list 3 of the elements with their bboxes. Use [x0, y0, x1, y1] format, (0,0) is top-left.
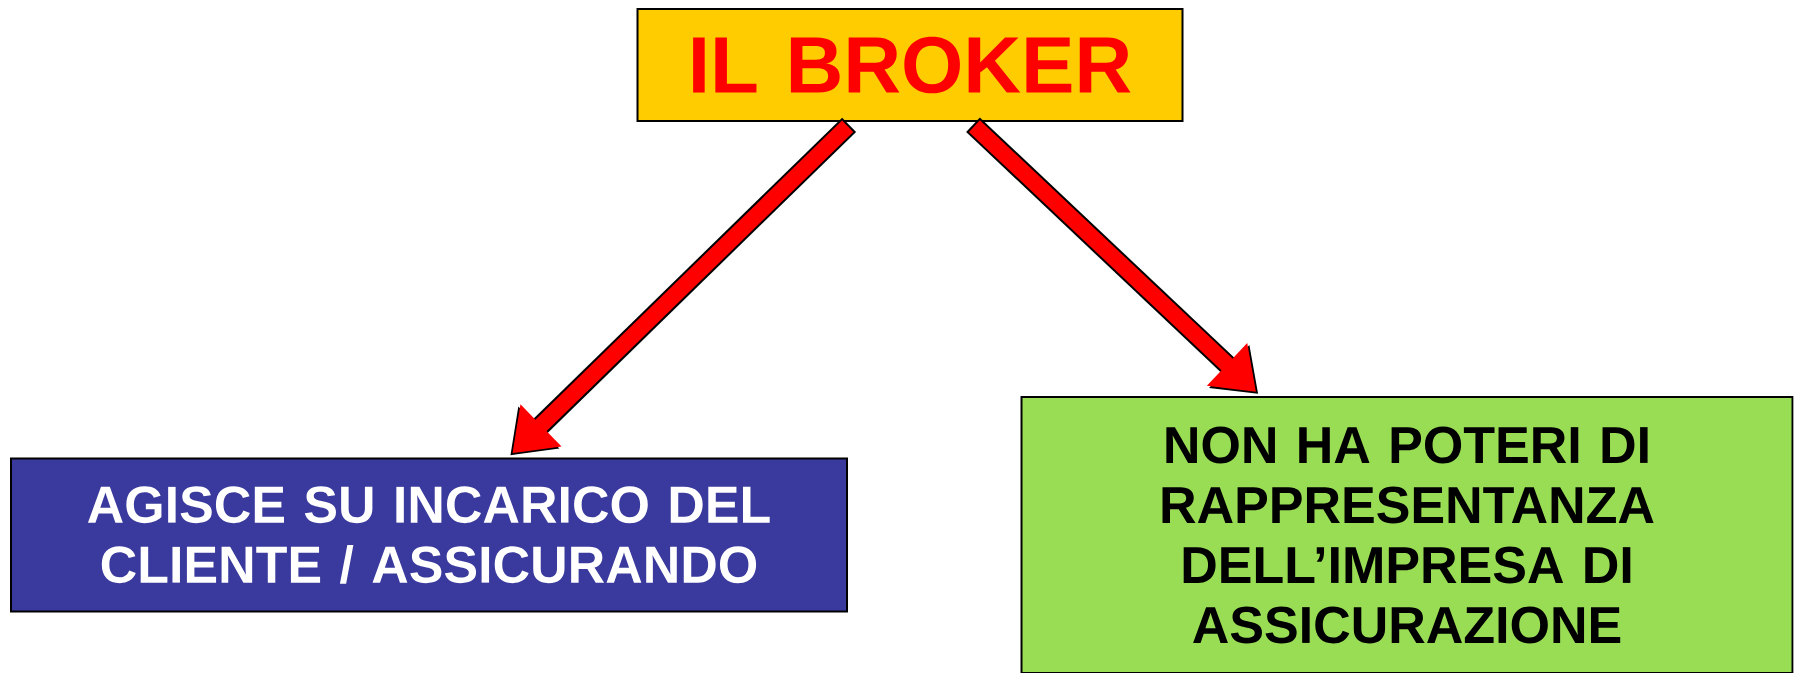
text-box: IL BROKER	[636, 8, 1184, 122]
text-box: NON HA POTERI DI RAPPRESENTANZA DELL’IMPRESA DI ASSICURAZIONE	[1020, 396, 1794, 673]
text-box: AGISCE SU INCARICO DEL CLIENTE / ASSICURANDO	[10, 457, 848, 613]
